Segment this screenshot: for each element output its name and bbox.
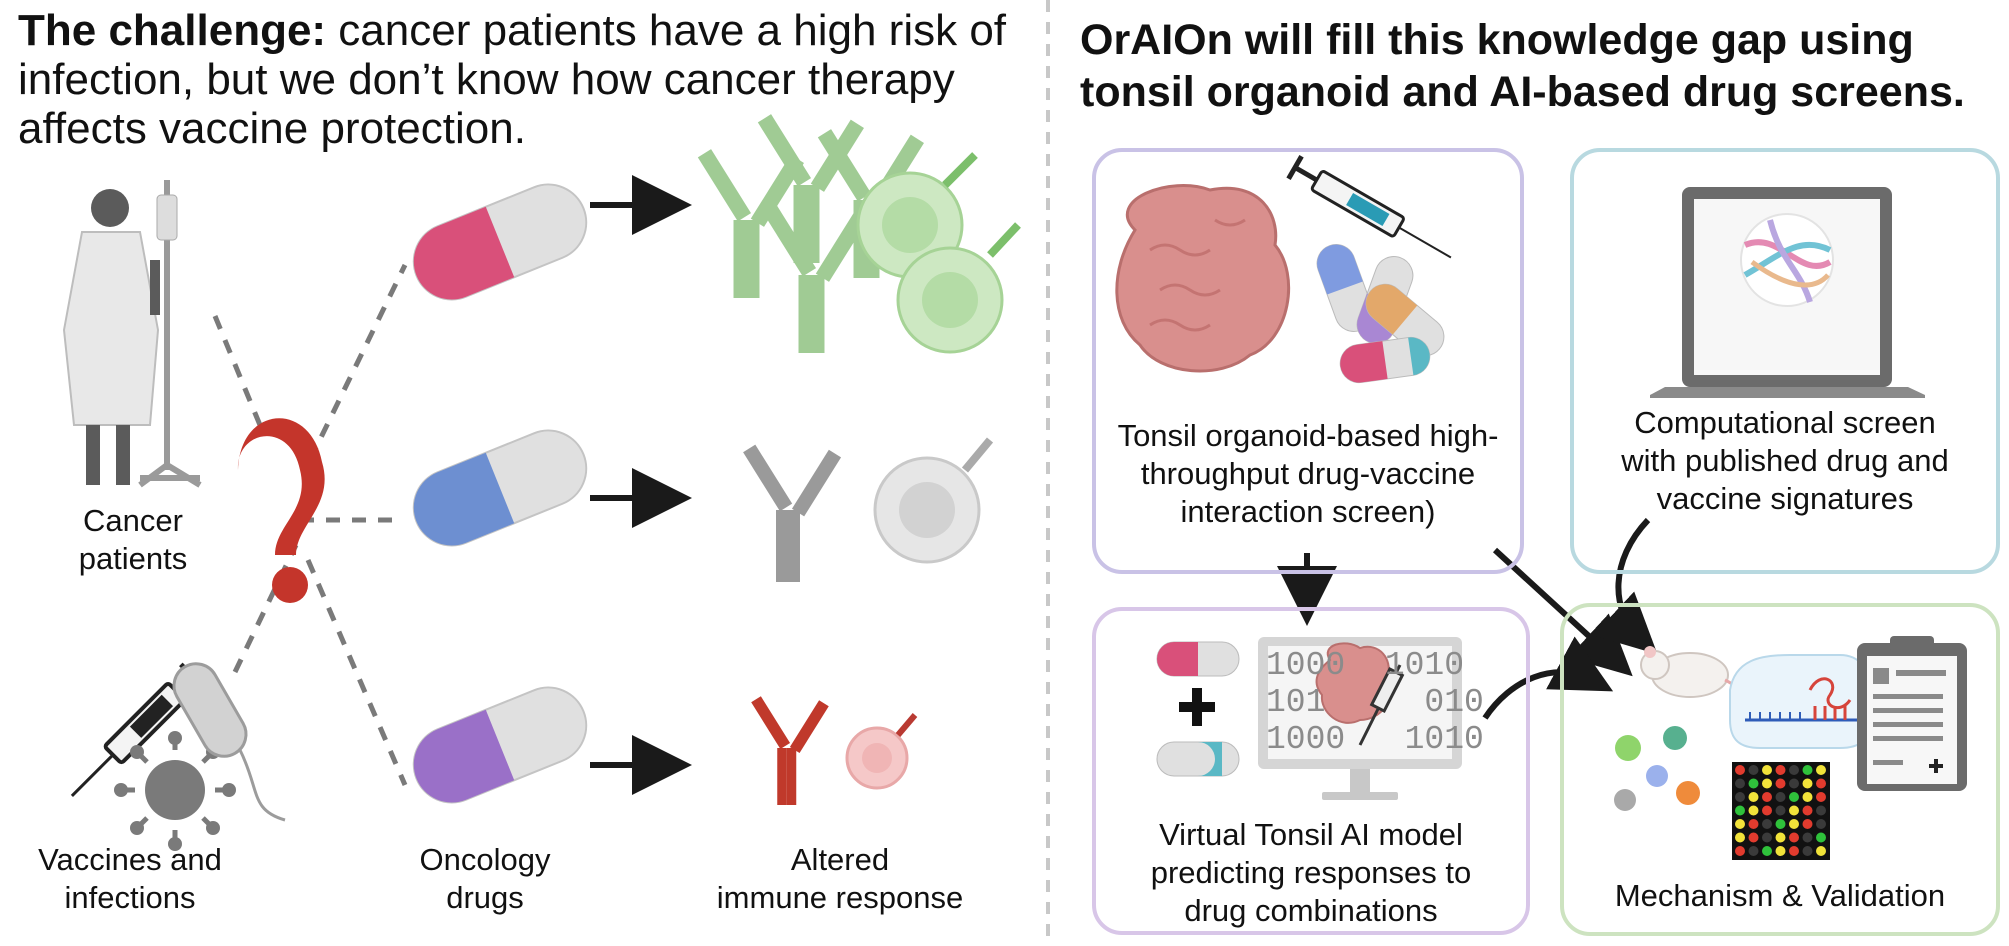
label-line: interaction screen) (1180, 494, 1436, 529)
heatmap-icon (1732, 762, 1830, 860)
clipboard-icon (1857, 636, 1967, 791)
label-line: Virtual Tonsil AI model (1159, 817, 1463, 852)
label-line: Altered (790, 842, 890, 877)
right-heading-line-2: tonsil organoid and AI-based drug screen… (1080, 68, 1965, 116)
binary-readout: 1000 1010 101 010 1000 1010 (1266, 647, 1484, 758)
binary-line: 1000 1010 (1266, 647, 1465, 684)
label-line: Tonsil organoid-based high- (1117, 418, 1499, 453)
flow-arrows (1277, 517, 1658, 720)
computational-text: Computational screen with published drug… (1574, 404, 1996, 518)
dashed-connectors (212, 263, 408, 786)
b-cell-normal-icon (873, 437, 994, 564)
tonsil-screen-box: Tonsil organoid-based high- throughput d… (1092, 148, 1524, 574)
immune-cells-icon (1614, 726, 1700, 811)
dna-sequencing-icon (1729, 654, 1871, 749)
b-cells-strong-icon (856, 152, 1021, 354)
capsule-pink-icon (412, 183, 588, 301)
label-line: Oncology (419, 842, 551, 877)
right-heading-line-1: OrAIOn will fill this knowledge gap usin… (1080, 16, 1914, 64)
mechanism-text: Mechanism & Validation (1614, 878, 1946, 913)
label-line: drug combinations (1184, 893, 1438, 928)
capsules-pile-icon (1316, 244, 1445, 384)
label-line: Cancer (83, 503, 183, 538)
altered-response-label: Altered immune response (690, 841, 990, 917)
capsule-blue-icon (412, 429, 588, 547)
oncology-drugs-label: Oncology drugs (380, 841, 590, 917)
label-line: patients (78, 541, 188, 576)
right-heading: OrAIOn will fill this knowledge gap usin… (1080, 14, 2000, 118)
binary-line: 1000 1010 (1266, 721, 1484, 758)
response-arrows (590, 175, 692, 795)
tonsil-organoid-small-icon (1315, 642, 1405, 746)
challenge-text: cancer patients have a high risk of infe… (18, 6, 1007, 153)
mechanism-validation-box: Mechanism & Validation (1560, 603, 2000, 936)
mouse-icon (1640, 646, 1745, 707)
capsule-purple-icon (412, 686, 588, 804)
left-heading: The challenge: cancer patients have a hi… (18, 6, 1058, 153)
computational-screen-box: Computational screen with published drug… (1570, 148, 2000, 574)
tonsil-screen-text: Tonsil organoid-based high- throughput d… (1096, 417, 1520, 531)
b-cell-weak-icon (845, 713, 918, 790)
virus-icon (114, 731, 236, 851)
question-mark-icon (237, 418, 325, 603)
label-line: throughput drug-vaccine (1140, 456, 1476, 491)
virtual-tonsil-text: Virtual Tonsil AI model predicting respo… (1096, 816, 1526, 930)
antibody-normal-icon (743, 444, 842, 582)
patient-icon (62, 189, 160, 485)
cancer-patients-label: Cancer patients (38, 502, 228, 578)
label-line: Computational screen (1634, 405, 1936, 440)
combination-capsules-icon (1156, 641, 1240, 777)
vaccines-label: Vaccines and infections (10, 841, 250, 917)
syringe-icon (1286, 154, 1452, 259)
label-line: infections (64, 880, 196, 915)
bacterium-icon (172, 662, 286, 822)
laptop-icon (1650, 187, 1925, 398)
binary-line: 101 010 (1266, 684, 1484, 721)
label-line: predicting responses to (1150, 855, 1472, 890)
label-line: with published drug and (1621, 443, 1949, 478)
virtual-tonsil-box: 1000 1010 101 010 1000 1010 Virtual Tons… (1092, 607, 1530, 935)
label-line: drugs (446, 880, 524, 915)
challenge-label: The challenge: (18, 6, 327, 55)
label-line: immune response (716, 880, 964, 915)
antibody-weak-icon (751, 696, 829, 805)
label-line: Vaccines and (38, 842, 222, 877)
label-line: vaccine signatures (1656, 481, 1914, 516)
tonsil-organoid-icon (1115, 184, 1291, 373)
iv-stand-icon (138, 180, 202, 488)
